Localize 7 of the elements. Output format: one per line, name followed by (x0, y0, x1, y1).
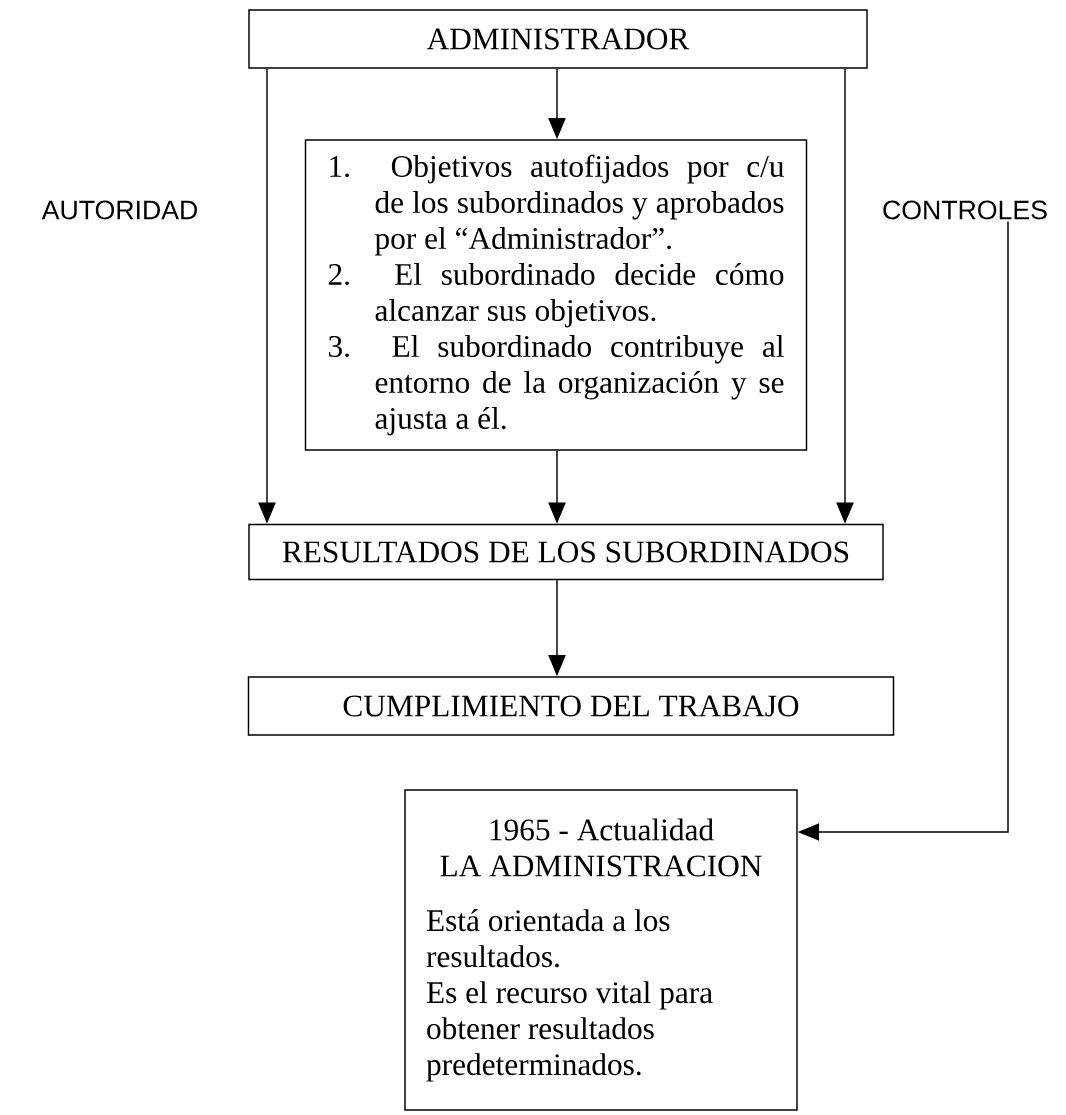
process-box: ADMINISTRADOR (248, 9, 868, 69)
side-label: CONTROLES (883, 200, 1047, 220)
side-label: AUTORIDAD (41, 200, 197, 220)
text-box: 1965 - Actualidad LA ADMINISTRACION Está orientada a los resultados. Es el recurso vital para obtener resultados predeterminados. (404, 789, 798, 1111)
process-box: RESULTADOS DE LOS SUBORDINADOS (248, 523, 884, 581)
process-box: CUMPLIMIENTO DEL TRABAJO (247, 676, 895, 736)
list-box: 1. Objetivos autofijados por c/u de los subordinados y aprobados por el “Administrador”. 2. El subordinado decide cómo alcanzar sus objetivos. 3. El subordinado contribuye al entorno de la organización y se ajusta a él. (304, 139, 808, 451)
